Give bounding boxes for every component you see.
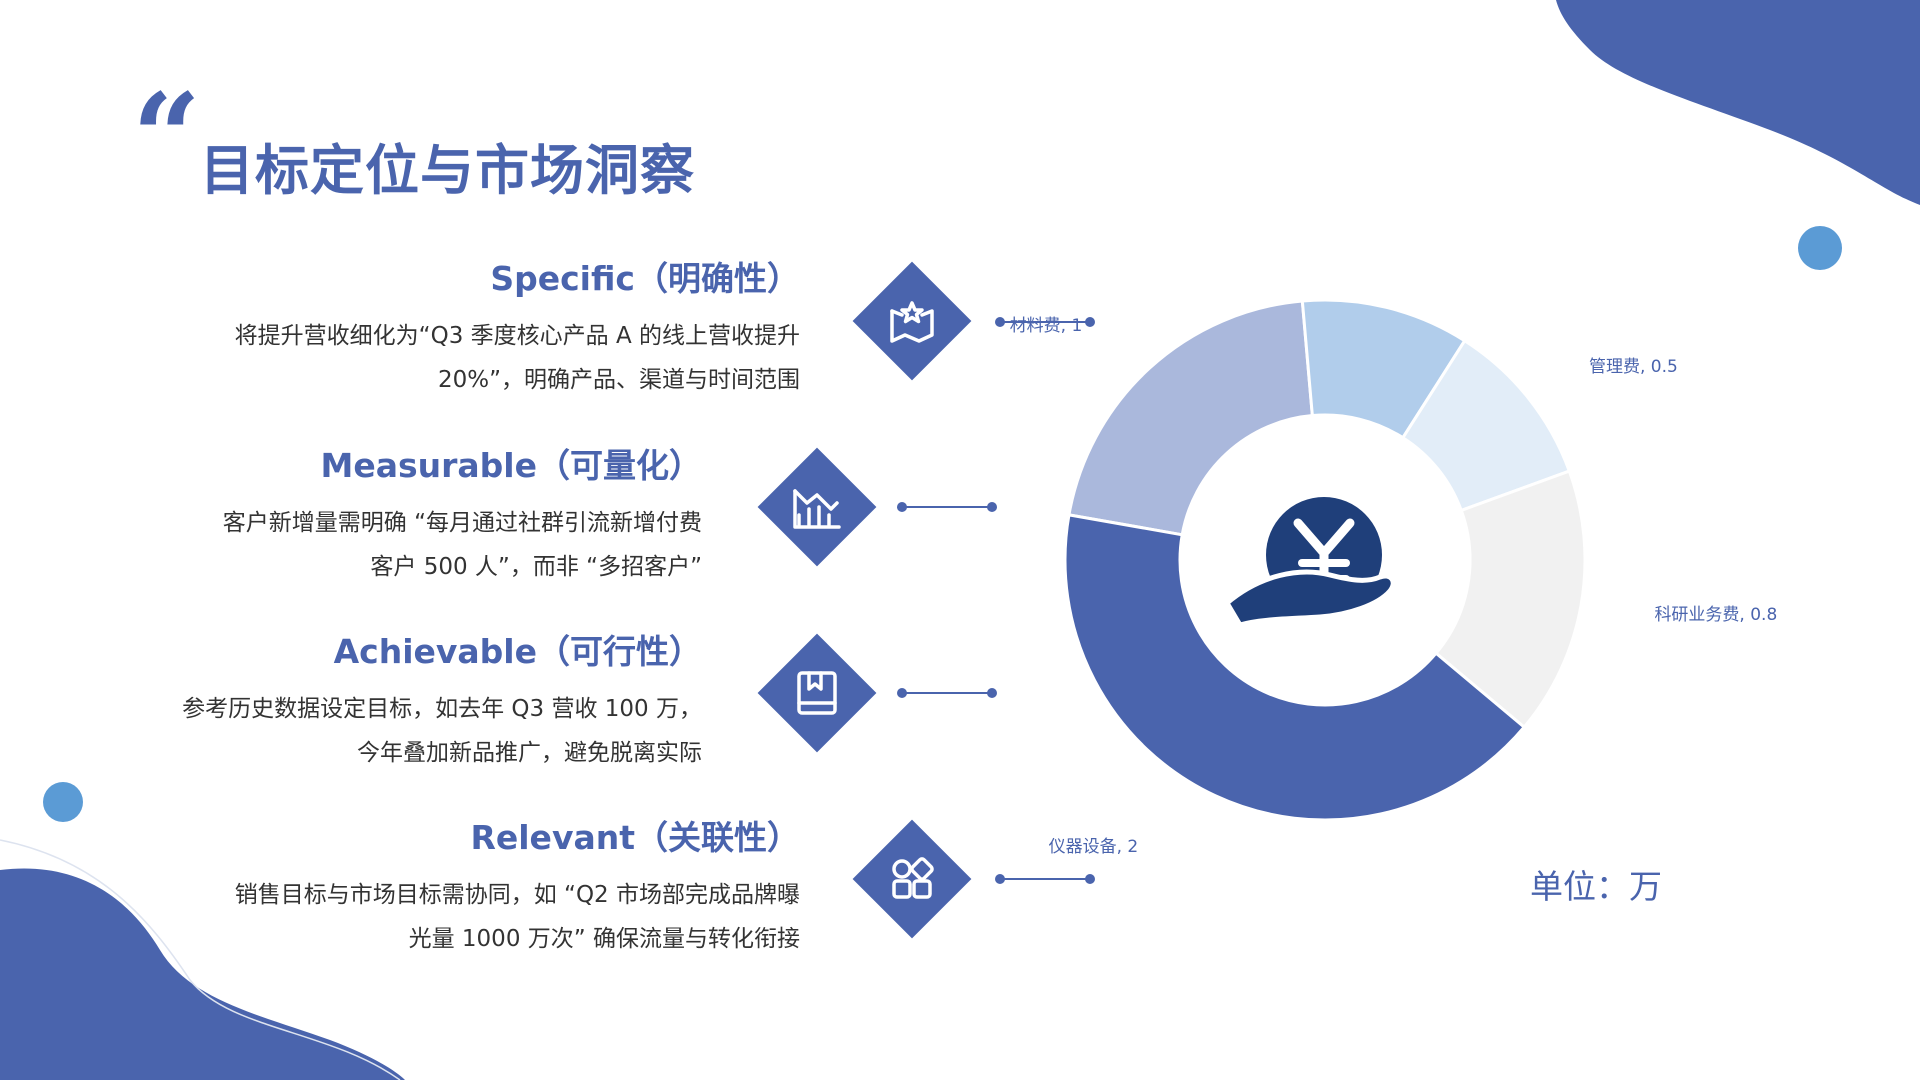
quote-mark: “ — [132, 67, 202, 208]
donut-label-2: 管理费, 0.5 — [1589, 357, 1678, 377]
connector-line — [995, 874, 1095, 884]
item-heading: Relevant（关联性） — [470, 818, 800, 857]
star-map-icon — [890, 301, 934, 343]
donut-label-4: 仪器设备, 2 — [1049, 837, 1139, 857]
item-desc-line2: 光量 1000 万次” 确保流量与转化衔接 — [408, 926, 800, 952]
page-title: 目标定位与市场洞察 — [200, 139, 695, 202]
item-achievable: Achievable（可行性） 参考历史数据设定目标，如去年 Q3 营收 100… — [182, 625, 702, 775]
connector-line — [897, 502, 997, 512]
donut-slice-0 — [1067, 300, 1314, 537]
item-desc-line2: 今年叠加新品推广，避免脱离实际 — [357, 740, 702, 766]
bottom-left-wave-line — [0, 839, 401, 1080]
item-desc-line2: 20%”，明确产品、渠道与时间范围 — [437, 367, 800, 393]
donut-slices — [1063, 300, 1587, 822]
top-right-wave — [1556, 0, 1920, 205]
item-icon-relevant — [852, 819, 972, 939]
item-desc-line2: 客户 500 人”，而非 “多招客户” — [370, 554, 702, 580]
item-icon-specific — [852, 261, 972, 381]
yuan-hand-icon — [1224, 497, 1396, 628]
connector-line — [995, 317, 1095, 327]
decorative-dot-right — [1798, 226, 1842, 270]
item-desc-line1: 客户新增量需明确 “每月通过社群引流新增付费 — [222, 510, 702, 536]
bookmark-book-icon — [797, 671, 837, 715]
trend-chart-icon — [793, 489, 841, 529]
item-icon-achievable — [757, 633, 877, 753]
item-relevant: Relevant（关联性） 销售目标与市场目标需协同，如 “Q2 市场部完成品牌… — [235, 811, 800, 961]
unit-label: 单位：万 — [1530, 867, 1662, 906]
bottom-left-wave — [0, 868, 405, 1080]
donut-slice-3 — [1433, 469, 1587, 730]
item-specific: Specific（明确性） 将提升营收细化为“Q3 季度核心产品 A 的线上营收… — [235, 252, 800, 402]
item-heading: Measurable（可量化） — [320, 446, 702, 485]
item-measurable: Measurable（可量化） 客户新增量需明确 “每月通过社群引流新增付费 客… — [223, 439, 702, 589]
item-desc-line1: 参考历史数据设定目标，如去年 Q3 营收 100 万， — [182, 696, 702, 722]
donut-label-0: 材料费, 1 — [1010, 316, 1083, 336]
item-icon-measurable — [757, 447, 877, 567]
item-heading: Specific（明确性） — [490, 259, 800, 298]
decorative-dot-left — [43, 782, 83, 822]
item-heading: Achievable（可行性） — [333, 632, 702, 671]
donut-label-3: 科研业务费, 0.8 — [1654, 605, 1777, 625]
item-desc-line1: 将提升营收细化为“Q3 季度核心产品 A 的线上营收提升 — [234, 323, 800, 349]
item-desc-line1: 销售目标与市场目标需协同，如 “Q2 市场部完成品牌曝 — [234, 882, 800, 908]
connector-line — [897, 688, 997, 698]
donut-slice-4 — [1063, 513, 1527, 822]
grid-apps-icon — [892, 857, 934, 899]
